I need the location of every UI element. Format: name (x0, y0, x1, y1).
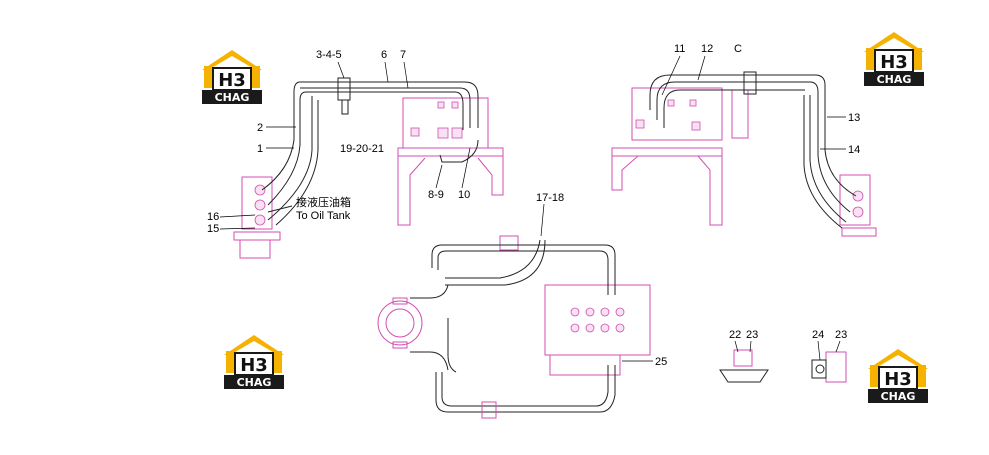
callout-1: 1 (257, 143, 263, 155)
callout-2: 2 (257, 122, 263, 134)
callout-7: 7 (400, 49, 406, 61)
logo-mark: H3 (218, 70, 246, 91)
callout-10: 10 (458, 189, 470, 201)
oil-tank-label-en: To Oil Tank (296, 210, 351, 222)
right-callouts: 11 12 C 13 14 (661, 43, 860, 156)
callout-23: 23 (835, 329, 847, 341)
callout-13: 13 (848, 112, 860, 124)
brand-logo-bottom-left: H3 CHAG (223, 334, 285, 390)
callout-24: 24 (812, 329, 824, 341)
callout-15: 15 (207, 223, 219, 235)
right-valve-assembly (611, 71, 877, 237)
detail-view-24-23: 24 23 (811, 329, 847, 383)
callout-8-9: 8-9 (428, 189, 444, 201)
callout-11: 11 (674, 43, 685, 55)
brand-logo-top-right: H3 CHAG (863, 31, 925, 87)
callout-23: 23 (746, 329, 758, 341)
callout-3-4-5: 3-4-5 (316, 49, 342, 61)
brand-logo-bottom-right: H3 CHAG (867, 348, 929, 404)
callout-22: 22 (729, 329, 741, 341)
callout-19-20-21: 19-20-21 (340, 143, 384, 155)
left-valve-assembly (233, 77, 504, 259)
callout-25: 25 (655, 356, 667, 368)
callout-14: 14 (848, 144, 860, 156)
callout-6: 6 (381, 49, 387, 61)
logo-mark: H3 (884, 369, 912, 390)
left-callouts: 3-4-5 6 7 2 1 19-20-21 8-9 10 16 15 接液压油… (207, 49, 471, 235)
logo-mark: H3 (880, 52, 908, 73)
logo-name: CHAG (881, 390, 916, 403)
logo-mark: H3 (240, 355, 268, 376)
logo-name: CHAG (237, 376, 272, 389)
detail-view-22-23: 22 23 (719, 329, 769, 383)
callout-17-18: 17-18 (536, 192, 564, 204)
centre-callouts: 17-18 25 (536, 192, 667, 368)
callout-12: 12 (701, 43, 713, 55)
callout-C: C (734, 43, 742, 55)
centre-pump-assembly (377, 235, 651, 419)
oil-tank-label-cn: 接液压油箱 (296, 195, 351, 209)
brand-logo-top-left: H3 CHAG (201, 49, 263, 105)
logo-name: CHAG (215, 91, 250, 104)
callout-16: 16 (207, 211, 219, 223)
logo-name: CHAG (877, 73, 912, 86)
